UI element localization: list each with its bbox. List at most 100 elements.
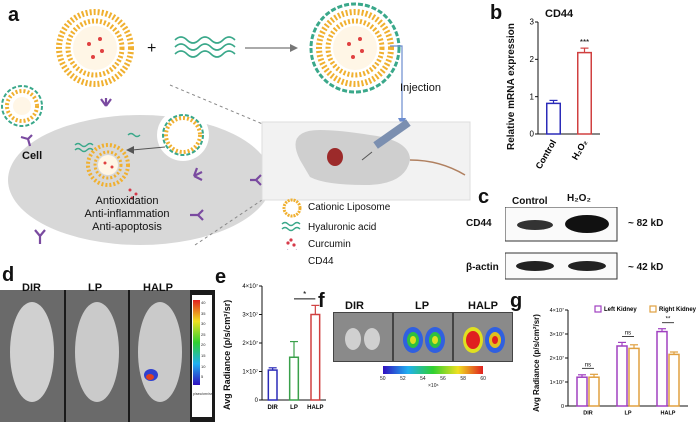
legend-liposome-icon <box>282 198 302 218</box>
hyaluronic-acid-icon <box>174 36 236 58</box>
bar <box>310 313 321 401</box>
y-tick-label: 3×10⁷ <box>242 312 258 319</box>
y-tick-label: 3×10⁷ <box>550 331 564 338</box>
wb-col-h2o2: H₂O₂ <box>567 193 591 204</box>
scale-tick: 25 <box>201 331 206 337</box>
ivis-images <box>0 290 215 422</box>
exvivo-label-lp: LP <box>415 300 430 312</box>
scale-tick: 52 <box>400 376 406 382</box>
x-tick-label: HALP <box>661 411 676 417</box>
wb-kd-actin: ~ 42 kD <box>628 262 664 273</box>
chart-b-title: CD44 <box>545 8 574 20</box>
exvivo-colorbar <box>383 366 483 374</box>
x-tick-label: LP <box>624 411 631 417</box>
y-tick-label: 2×10⁷ <box>242 340 258 347</box>
y-tick-label: 0 <box>255 398 259 404</box>
chart-e-ylabel: Avg Radiance (p/s/cm²/sr) <box>222 299 232 410</box>
significance-label: *** <box>580 38 589 47</box>
ivis-label-dir: DIR <box>22 282 41 294</box>
bar <box>616 345 628 407</box>
panel-label-b: b <box>490 2 503 24</box>
scale-tick: 54 <box>420 376 426 382</box>
scale-tick: 10 <box>201 363 206 369</box>
mouse-injection-icon <box>261 119 471 201</box>
ivis-label-halp: HALP <box>143 282 173 294</box>
exvivo-scale-ticks: 50 52 54 56 58 60 <box>380 376 486 382</box>
significance-label: ns <box>585 362 591 368</box>
x-tick-label: Control <box>534 138 559 171</box>
y-tick-label: 1 <box>530 92 535 101</box>
scale-tick: 58 <box>460 376 466 382</box>
bar <box>576 376 588 407</box>
ivis-scale-ticks: 40 35 30 25 20 15 10 5 <box>201 298 213 383</box>
wb-row-actin: β-actin <box>466 262 499 273</box>
exvivo-label-halp: HALP <box>468 300 498 312</box>
bar <box>546 102 561 135</box>
legend-ha-icon <box>281 221 301 232</box>
cell-label: Cell <box>22 150 43 162</box>
legend-ha-label: Hyaluronic acid <box>308 222 377 233</box>
scale-tick: 35 <box>201 310 206 316</box>
y-tick-label: 2×10⁷ <box>550 355 564 362</box>
legend-curcumin-label: Curcumin <box>308 239 351 250</box>
bound-liposome-icon <box>1 85 43 127</box>
exvivo-scale-unit: ×10⁶ <box>428 383 439 389</box>
y-tick-label: 1×10⁷ <box>550 379 564 386</box>
x-tick-label: LP <box>290 405 298 411</box>
bar <box>668 353 680 407</box>
y-tick-label: 3 <box>530 18 535 27</box>
effect-item: Antioxidation <box>95 195 159 207</box>
bar <box>628 347 640 407</box>
significance-label: * <box>303 290 306 299</box>
bar <box>577 51 592 135</box>
ivis-scale-unit: p/sec/cm²/sr <box>193 392 213 396</box>
exvivo-images <box>333 312 513 362</box>
injection-label: Injection <box>400 82 441 94</box>
panel-label-d: d <box>2 264 15 286</box>
exvivo-label-dir: DIR <box>345 300 364 312</box>
x-tick-label: H₂O₂ <box>570 138 589 162</box>
liposome-icon <box>56 9 134 87</box>
panel-label-f: f <box>318 290 325 312</box>
wb-kd-cd44: ~ 82 kD <box>628 218 664 229</box>
scale-tick: 30 <box>201 321 206 327</box>
wb-row-cd44: CD44 <box>466 218 492 229</box>
legend-cd44-label: CD44 <box>308 256 334 267</box>
scale-tick: 56 <box>440 376 446 382</box>
x-tick-label: HALP <box>307 405 323 411</box>
legend-label: Right Kidney <box>659 307 697 313</box>
panel-label-g: g <box>510 290 523 312</box>
panel-label-e: e <box>215 266 227 288</box>
legend-liposome-label: Cationic Liposome <box>308 202 391 213</box>
y-tick-label: 0 <box>530 130 535 139</box>
schematic-diagram <box>1 2 471 250</box>
y-tick-label: 0 <box>561 404 564 410</box>
y-tick-label: 4×10⁷ <box>242 283 258 290</box>
legend-swatch <box>594 305 602 313</box>
ivis-label-lp: LP <box>88 282 103 294</box>
y-tick-label: 4×10⁷ <box>550 307 564 314</box>
bar <box>656 330 668 407</box>
scale-tick: 60 <box>480 376 486 382</box>
effect-item: Anti-apoptosis <box>92 221 162 233</box>
y-tick-label: 2 <box>530 55 535 64</box>
effect-item: Anti-inflammation <box>84 208 170 220</box>
panel-label-c: c <box>478 186 490 208</box>
scale-tick: 50 <box>380 376 386 382</box>
bar <box>267 369 278 401</box>
significance-label: ** <box>666 317 671 323</box>
chart-b-ylabel: Relative mRNA expression <box>506 23 517 150</box>
scale-tick: 20 <box>201 342 206 348</box>
plus-sign: + <box>147 40 157 57</box>
bar <box>288 356 300 401</box>
x-tick-label: DIR <box>583 411 593 417</box>
legend-label: Left Kidney <box>604 307 637 313</box>
bar <box>588 376 600 407</box>
scale-tick: 40 <box>201 300 206 305</box>
arrow-right-icon <box>245 44 298 52</box>
legend-swatch <box>649 305 657 313</box>
